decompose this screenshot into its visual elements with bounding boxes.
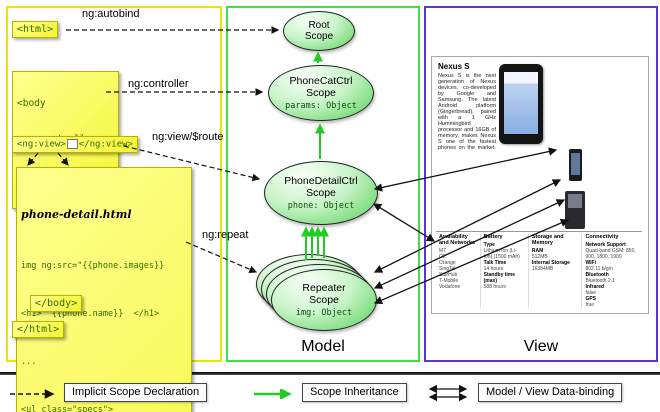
spec-column-availability: Availability and Networks M7 O2 Orange S… <box>436 234 480 308</box>
ng-view-tag: <ng:view> </ng:view> <box>12 136 138 153</box>
phone-thumbnail-2 <box>565 191 585 229</box>
spec-line: Infrared <box>585 284 605 290</box>
ng-view-close-text: </ng:view> <box>78 139 133 150</box>
green-arrow-icon <box>254 389 292 399</box>
root-scope-ellipse: Root Scope <box>283 11 355 51</box>
double-arrows-icon <box>428 385 468 401</box>
spec-line: 802.11 b/g/n <box>585 266 613 272</box>
scope-name: Scope <box>304 31 334 42</box>
view-page: Nexus S Nexus S is the next generation o… <box>431 56 649 314</box>
annotation-ng-view-route: ng:view/$route <box>152 131 224 143</box>
body-close-tag: </body> <box>30 295 83 312</box>
view-panel-label: View <box>523 338 559 355</box>
spec-line: Lithium Ion (Li-Ion) (1500 mAh) <box>483 248 520 260</box>
spec-line: Vodafone <box>439 284 461 290</box>
phonecatctrl-scope-ellipse: PhoneCatCtrl Scope params: Object <box>268 65 374 121</box>
legend-implicit-label: Implicit Scope Declaration <box>64 383 208 402</box>
spec-line: Bluetooth <box>585 272 609 278</box>
code-snippet: phone-detail.html img ng:src="{{phone.im… <box>16 167 192 412</box>
view-placeholder-icon <box>66 139 78 149</box>
spec-column-title: Storage and Memory <box>531 234 564 246</box>
spec-column-storage: Storage and Memory RAM 512MB Internal St… <box>527 234 582 308</box>
annotation-ng-repeat: ng:repeat <box>202 229 249 241</box>
scope-name: Scope <box>306 87 336 99</box>
phone-screen <box>504 72 538 134</box>
code-line: <ul class="specs"> <box>21 405 114 412</box>
html-open-tag: <html> <box>12 21 59 38</box>
legend-databinding-label: Model / View Data-binding <box>478 383 623 402</box>
scope-name: Scope <box>309 294 339 306</box>
ng-view-open-text: <ng:view> <box>17 139 66 150</box>
phone-description: Nexus S is the next generation of Nexus … <box>438 73 496 151</box>
spec-line: 16384MB <box>531 266 554 272</box>
phone-thumbnail-1 <box>569 149 582 181</box>
spec-line: GPS <box>585 296 597 302</box>
dashed-arrow-icon <box>10 389 55 399</box>
code-line: img ng:src="{{phone.images}} <box>21 261 165 271</box>
spec-line: Network Support <box>585 242 626 248</box>
phonedetailctrl-scope-ellipse: PhoneDetailCtrl Scope phone: Object <box>264 161 378 225</box>
spec-line: false <box>585 290 597 296</box>
scope-detail: params: Object <box>285 101 357 111</box>
scope-name: Scope <box>306 187 336 199</box>
legend-divider <box>0 372 660 375</box>
spec-column-title: Battery <box>483 234 503 240</box>
annotation-ng-controller: ng:controller <box>128 78 189 90</box>
scope-name: Root <box>308 20 330 31</box>
spec-divider <box>436 231 642 232</box>
annotation-ng-autobind: ng:autobind <box>82 8 140 20</box>
spec-column-connectivity: Connectivity Network Support Quad-band G… <box>581 234 644 308</box>
model-panel-label: Model <box>301 338 345 355</box>
code-snippet-title: phone-detail.html <box>21 208 132 221</box>
spec-line: Bluetooth 2.1 <box>585 278 615 284</box>
repeater-scope-ellipse: Repeater Scope img: Object <box>271 269 377 331</box>
spec-line: Quad-band GSM: 850, 900, 1800, 1900 <box>585 248 636 260</box>
spec-line: 588 hours <box>483 284 506 290</box>
html-close-tag: </html> <box>12 321 65 338</box>
spec-line: WiFi <box>585 260 596 266</box>
code-line: <h1> {{phone.name}} </h1> <box>21 309 160 319</box>
spec-table: Availability and Networks M7 O2 Orange S… <box>436 234 644 308</box>
spec-column-title: Connectivity <box>585 234 619 240</box>
legend-inheritance-label: Scope Inheritance <box>302 383 407 402</box>
spec-column-title: Availability and Networks <box>439 234 476 246</box>
spec-line: true <box>585 302 595 308</box>
scope-name: PhoneDetailCtrl <box>284 175 358 187</box>
code-line: ... <box>21 357 37 367</box>
spec-column-battery: Battery Type Lithium Ion (Li-Ion) (1500 … <box>479 234 528 308</box>
scope-name: Repeater <box>302 282 346 294</box>
phone-image <box>499 64 543 144</box>
scope-detail: img: Object <box>295 308 353 318</box>
phone-title: Nexus S <box>438 62 470 71</box>
scope-name: PhoneCatCtrl <box>289 75 353 87</box>
scope-detail: phone: Object <box>287 201 355 211</box>
spec-line: Standby time (max) <box>483 272 516 284</box>
body-open-line: <body <box>17 98 46 109</box>
